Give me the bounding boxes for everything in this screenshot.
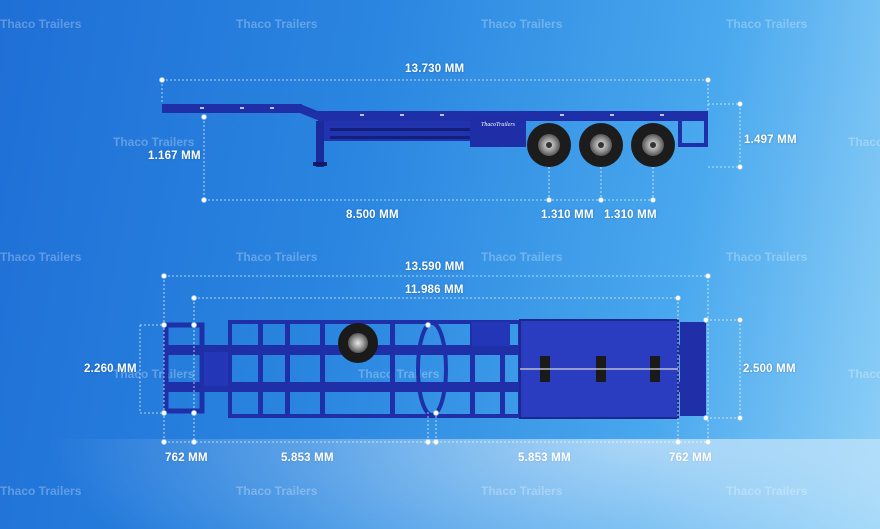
top-view-trailer [163, 319, 706, 419]
watermark: Thaco Trailers [0, 17, 82, 31]
total-height-label: 1.497 MM [744, 134, 797, 146]
suspension-bracket [470, 117, 526, 147]
watermark: Thaco Trailers [236, 484, 318, 498]
watermark: Thaco Trailers [113, 135, 195, 149]
kingpin-to-axle-label: 8.500 MM [346, 209, 399, 221]
top-main-beam-lower [166, 382, 706, 392]
watermark: Thaco Trailers [0, 250, 82, 264]
side-dimension-lines [161, 79, 741, 201]
side-wheels [527, 123, 675, 167]
landing-gear [316, 121, 324, 167]
watermark: Thaco Trailers [0, 484, 82, 498]
axle-spacing-1-label: 1.310 MM [541, 209, 594, 221]
front-end-frame [163, 322, 205, 414]
axle-spacing-2-label: 1.310 MM [604, 209, 657, 221]
side-brand-label: ThacoTrailers [481, 122, 516, 128]
watermark: Thaco Trailers [726, 17, 808, 31]
gooseneck-rail [162, 104, 302, 113]
watermark: Thaco Trailers [481, 250, 563, 264]
watermark: Thaco Trailers [481, 484, 563, 498]
side-view-trailer: ThacoTrailers [162, 104, 708, 167]
top-dimension-markers [161, 273, 743, 445]
top-overall-length-label: 13.590 MM [405, 261, 465, 273]
watermark: Thaco Trailers [113, 367, 195, 381]
watermark: Thaco Trailers [236, 17, 318, 31]
main-deck-rail [318, 111, 708, 121]
mid-segment-1-label: 5.853 MM [281, 452, 334, 464]
side-dimension-markers [159, 77, 743, 203]
watermark: Thaco Trailers [726, 250, 808, 264]
gooseneck-slope [300, 104, 320, 121]
kingpin-height-label: 1.167 MM [148, 150, 201, 162]
watermark: Thaco Trailers [236, 250, 318, 264]
cross-members [258, 322, 505, 416]
watermark: Thaco Trailers [481, 17, 563, 31]
side-overall-length-label: 13.730 MM [405, 63, 465, 75]
top-inner-length-label: 11.986 MM [405, 284, 464, 296]
mid-segment-2-label: 5.853 MM [518, 452, 571, 464]
rear-bumper [678, 115, 708, 147]
front-segment-label: 762 MM [165, 452, 208, 464]
inner-width-label: 2.260 MM [84, 363, 137, 375]
rear-segment-label: 762 MM [669, 452, 712, 464]
rear-end-frame [680, 322, 706, 416]
outer-width-label: 2.500 MM [743, 363, 796, 375]
watermark: Thaco Trailers [726, 484, 808, 498]
top-main-beam-upper [166, 345, 706, 355]
watermark: Thaco Trailers [848, 135, 880, 149]
watermark: Thaco Trailers [848, 367, 880, 381]
